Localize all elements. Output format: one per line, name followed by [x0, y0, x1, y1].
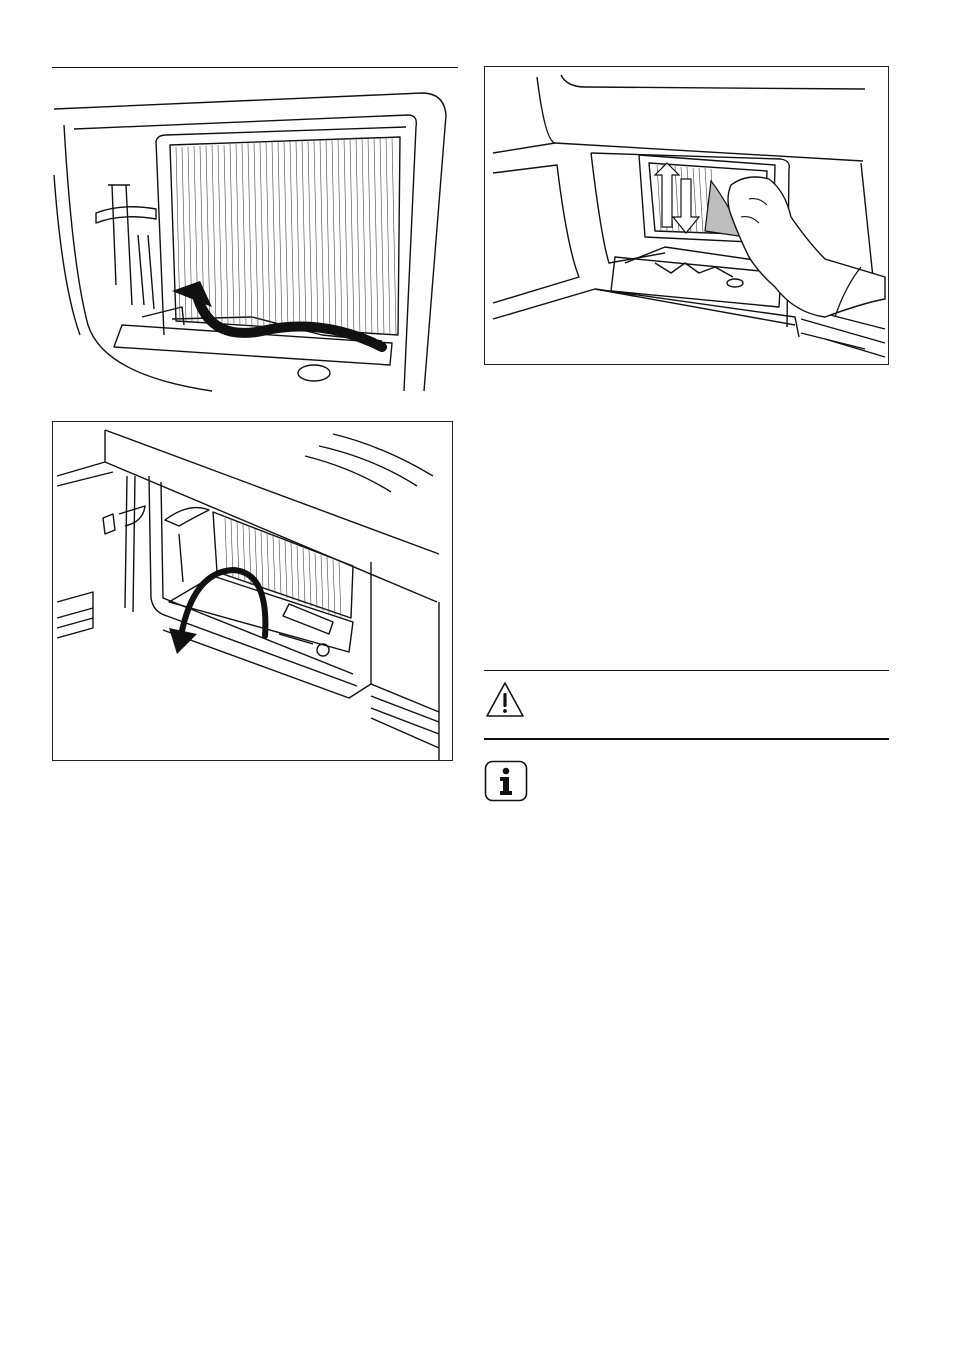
warning-bottom-rule	[484, 738, 889, 740]
figure-filter-lift	[52, 85, 458, 395]
top-rule	[52, 67, 458, 68]
filter-tilt-illustration	[53, 422, 452, 760]
figure-filter-clean	[484, 66, 889, 365]
info-icon	[484, 760, 528, 802]
warning-top-rule	[484, 670, 889, 671]
filter-wipe-illustration	[485, 67, 888, 364]
warning-triangle-icon	[484, 680, 526, 720]
filter-lift-illustration	[52, 85, 458, 395]
figure-filter-tilt	[52, 421, 453, 761]
